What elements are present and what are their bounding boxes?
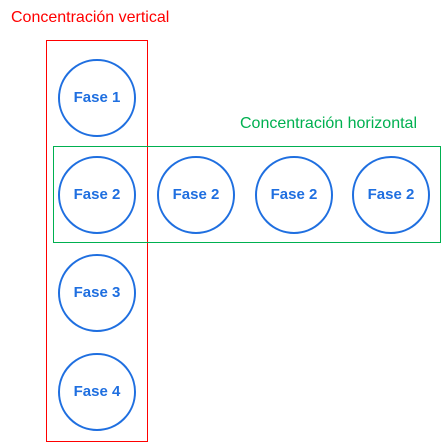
phase-label: Fase 2 — [172, 186, 220, 203]
phase-label: Fase 1 — [73, 89, 121, 106]
phase-label: Fase 2 — [73, 186, 121, 203]
vertical-concentration-label: Concentración vertical — [11, 9, 170, 26]
phase-2-circle-horizontal-1: Fase 2 — [157, 156, 235, 234]
phase-2-circle-horizontal-3: Fase 2 — [352, 156, 430, 234]
phase-label: Fase 2 — [367, 186, 415, 203]
phase-label: Fase 4 — [73, 383, 121, 400]
vertical-concentration-box — [46, 40, 148, 442]
phase-4-circle-vertical: Fase 4 — [58, 353, 136, 431]
phase-1-circle-vertical: Fase 1 — [58, 59, 136, 137]
phase-2-circle-horizontal-2: Fase 2 — [255, 156, 333, 234]
horizontal-concentration-label: Concentración horizontal — [240, 115, 417, 132]
phase-2-circle-vertical: Fase 2 — [58, 156, 136, 234]
horizontal-concentration-box — [53, 146, 441, 243]
phase-label: Fase 3 — [73, 284, 121, 301]
phase-3-circle-vertical: Fase 3 — [58, 254, 136, 332]
phase-label: Fase 2 — [270, 186, 318, 203]
